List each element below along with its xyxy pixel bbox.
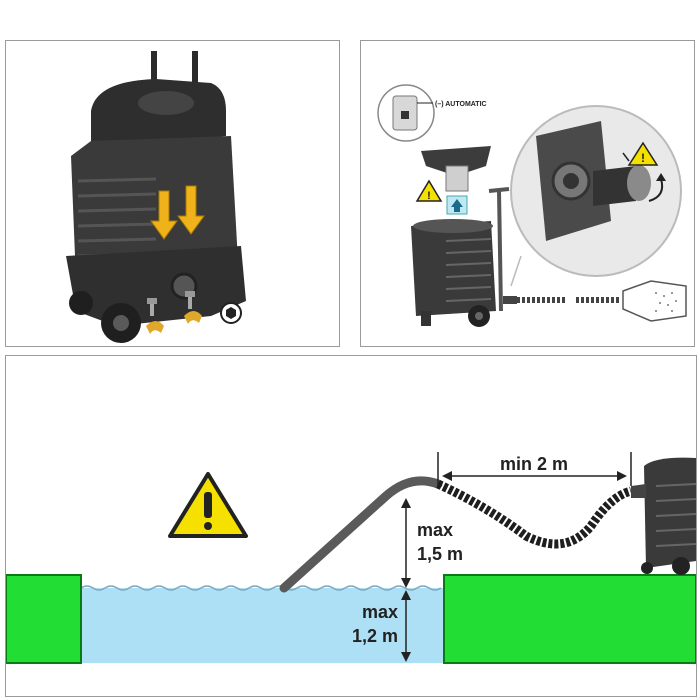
ground-right (443, 574, 696, 664)
svg-text:!: ! (641, 151, 645, 165)
max-height-label-line2: 1,5 m (417, 544, 463, 564)
warning-triangle-icon (415, 179, 443, 202)
screw-parts (147, 291, 195, 316)
wheel-rear (69, 291, 93, 315)
rotate-arrow-icon (648, 178, 664, 202)
down-arrow-icon (177, 185, 205, 235)
suction-hose-flexible (436, 479, 633, 549)
strainer-bag (622, 280, 687, 322)
panel-installation-dimensions: min 2 m max 1,5 m max 1,2 m (5, 355, 697, 697)
water-pool (81, 588, 444, 663)
max-height-label-line1: max (417, 520, 453, 540)
min-distance-label: min 2 m (500, 454, 568, 474)
automatic-switch-label: (–) AUTOMATIC (435, 101, 487, 108)
removed-motor-head (421, 146, 491, 176)
warning-triangle-icon (627, 141, 659, 166)
max-depth-label-line1: max (362, 602, 398, 622)
handle-rod (497, 190, 503, 312)
suction-hose-rigid (279, 476, 443, 593)
filter-cartridge (445, 165, 469, 192)
water-surface (80, 585, 442, 591)
installation-diagram: min 2 m max 1,5 m max 1,2 m (6, 452, 696, 664)
wheel-assembly-illustration (66, 51, 246, 343)
tank-ribs (445, 238, 492, 302)
down-arrow-icon (150, 190, 178, 240)
clip-part-right (184, 311, 202, 324)
panel-automatic-mode: (–) AUTOMATIC ! (360, 40, 695, 347)
ground-left (6, 574, 82, 664)
base-frame (66, 246, 246, 326)
tank-body (411, 221, 496, 316)
clip-part-left (146, 321, 164, 334)
top-cover (91, 79, 226, 151)
svg-text:!: ! (427, 190, 431, 202)
max-depth-label-line2: 1,2 m (352, 626, 398, 646)
panel-wheel-assembly (5, 40, 340, 347)
automatic-mode-illustration: (–) AUTOMATIC ! (377, 84, 687, 327)
pump-unit (631, 457, 696, 575)
top-fan-vent (138, 91, 194, 115)
